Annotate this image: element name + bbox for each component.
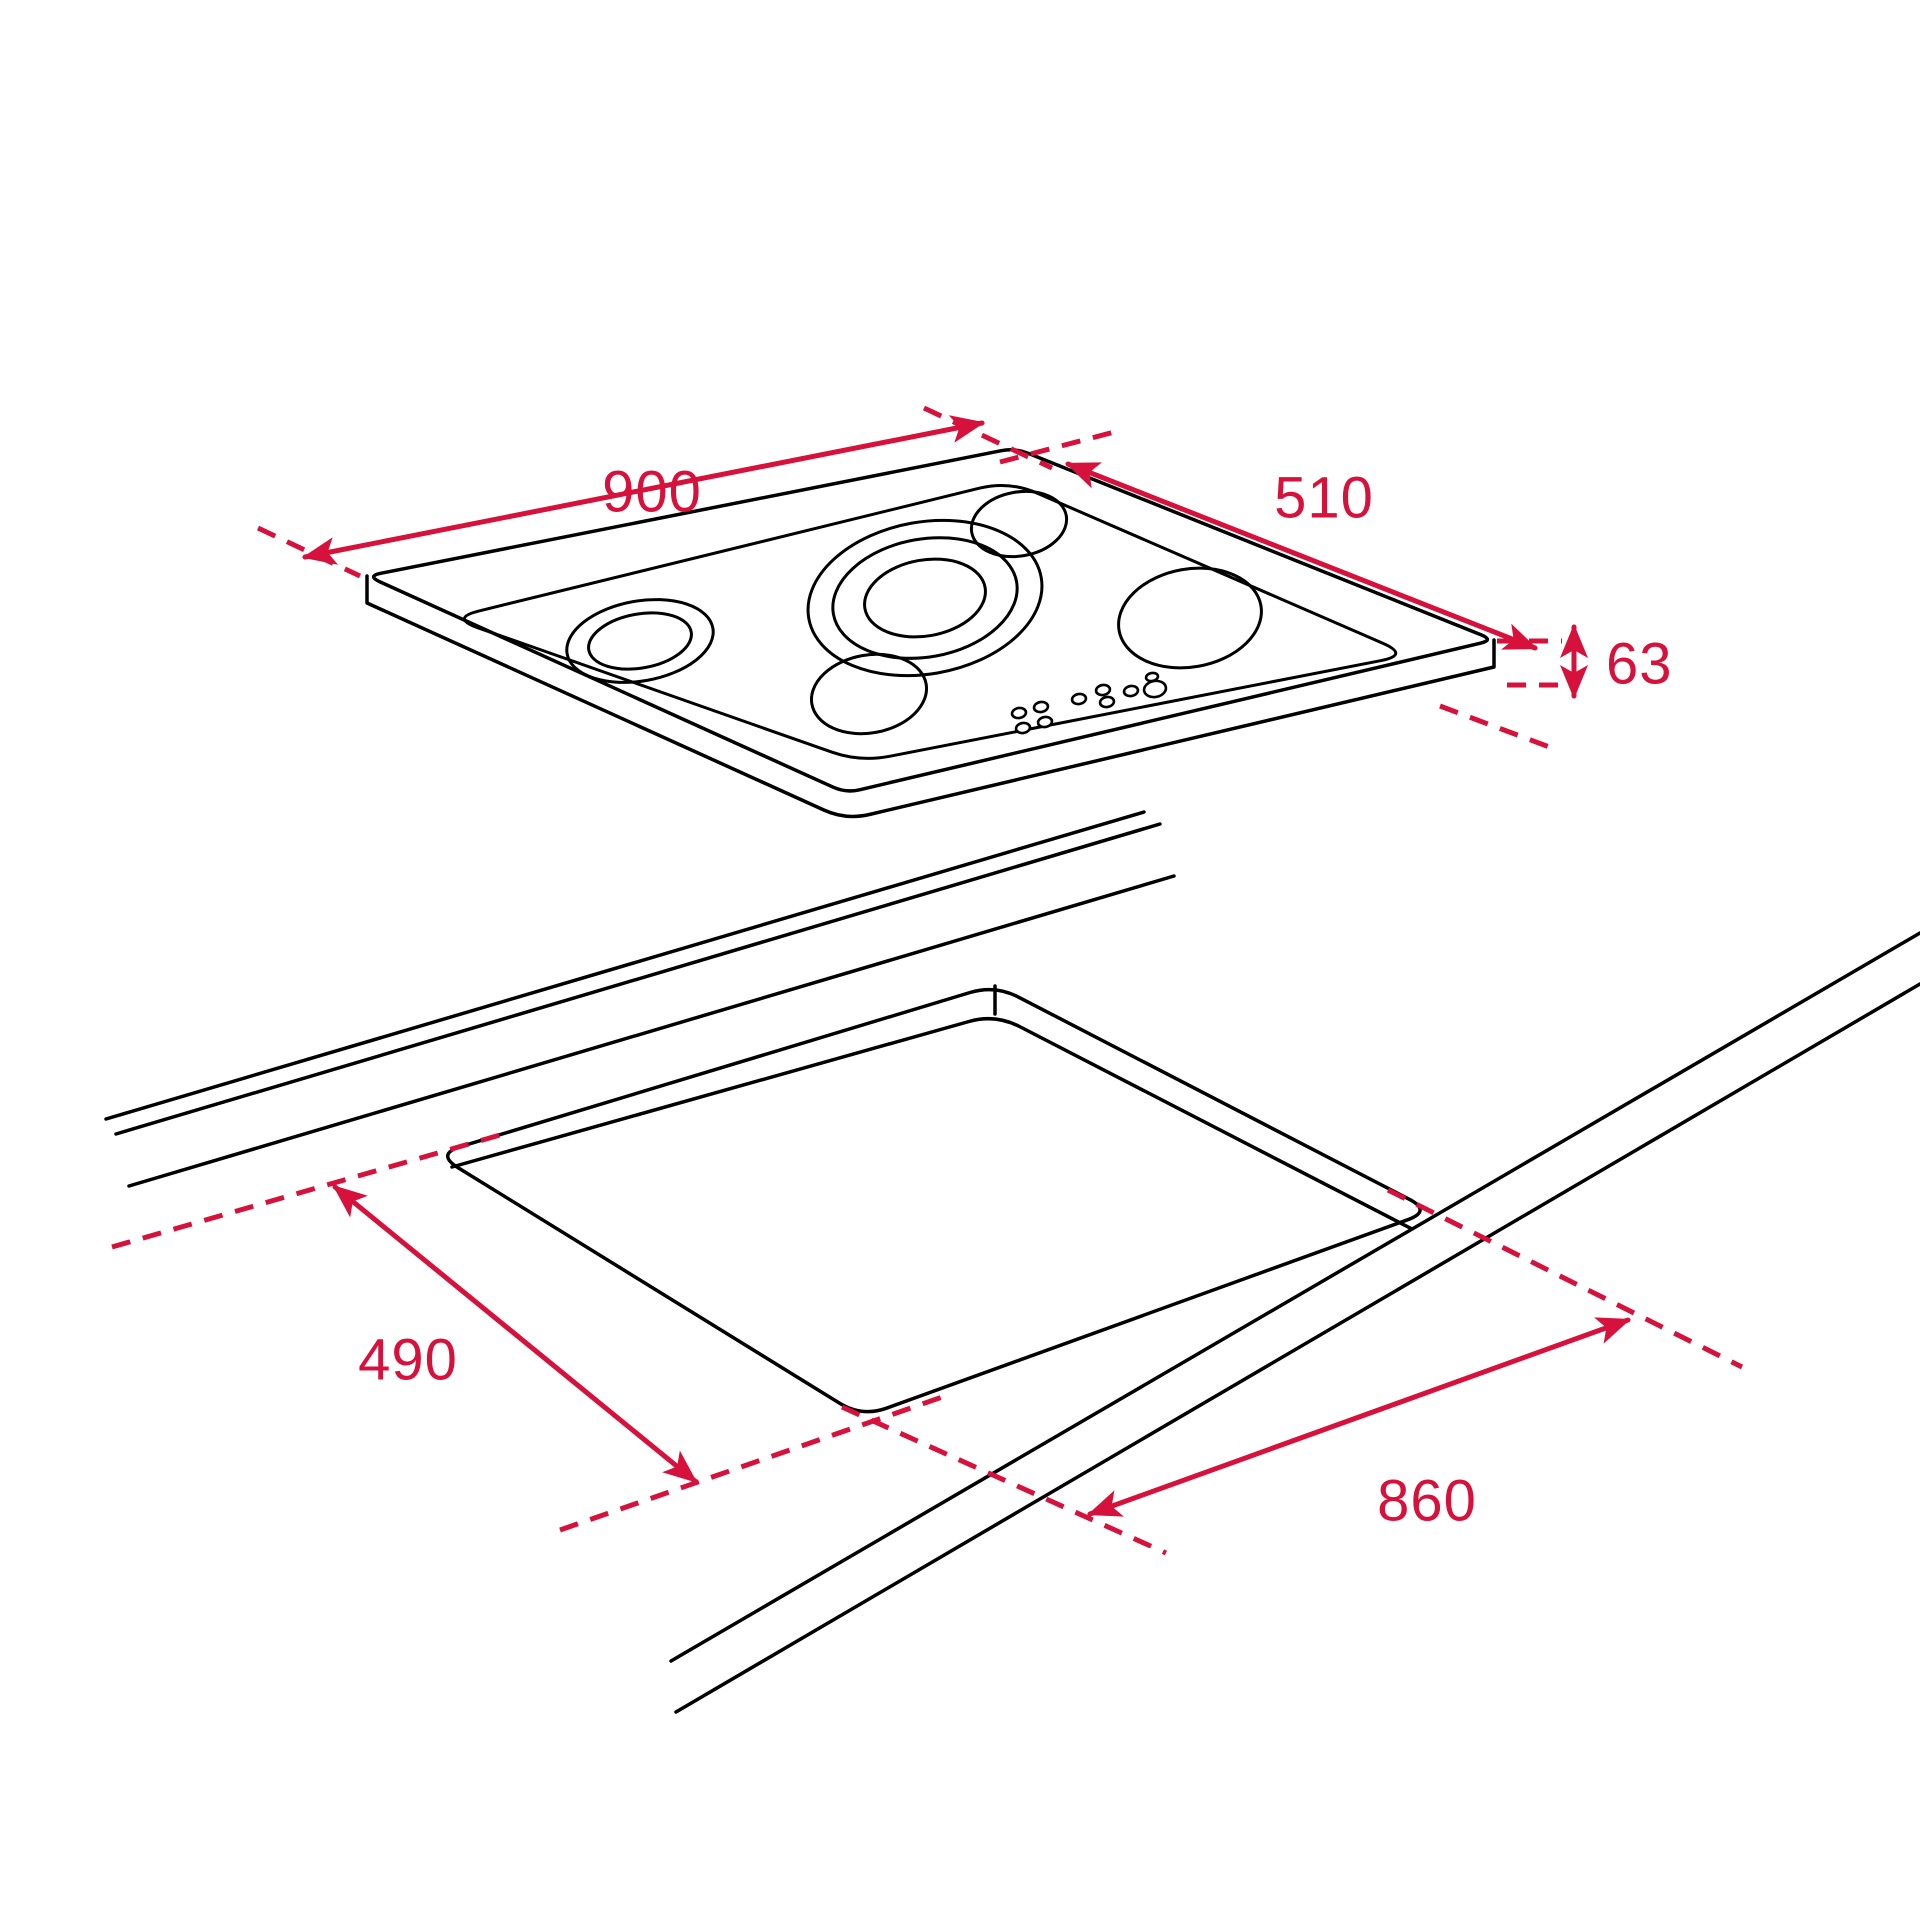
- extension-dash-cutout-west: [111, 1132, 501, 1250]
- burner-left-inner-ring: [587, 611, 693, 671]
- control-dot: [1070, 692, 1088, 706]
- control-dots: [1010, 671, 1168, 735]
- control-dot-large: [1142, 679, 1168, 699]
- control-dot: [1122, 684, 1140, 698]
- control-dot: [1014, 721, 1032, 735]
- burner-left-outer-ring: [565, 598, 715, 684]
- dimension-label-hob-depth: 510: [1274, 466, 1374, 531]
- control-dot: [1010, 706, 1028, 720]
- counter-back-line: [127, 874, 1176, 1188]
- dimension-label-cutout-depth: 490: [358, 1328, 458, 1393]
- dimension-arrow-cutout-width: [1087, 1317, 1631, 1517]
- extension-dash-left-corner: [256, 525, 362, 579]
- burner-center-inner-ring: [863, 557, 987, 639]
- burner-right: [1117, 566, 1263, 670]
- dimension-arrow-hob-depth: [1065, 461, 1538, 651]
- cutout-inner-wall: [450, 1016, 1414, 1231]
- extension-dash-cutout-south-width: [559, 1392, 949, 1533]
- burner-bottom: [809, 652, 929, 736]
- extension-dash-top-corner-width: [999, 428, 1119, 465]
- cutout-dimensions: 490 860: [111, 1132, 1744, 1556]
- control-dot: [1098, 695, 1116, 709]
- leader-dash-right-corner: [1439, 703, 1553, 751]
- counter-front-edge-inner: [674, 982, 1920, 1714]
- countertop-drawing: [104, 810, 1920, 1714]
- dimension-label-hob-height: 63: [1606, 632, 1673, 697]
- hob-glass-border: [462, 483, 1398, 760]
- control-dot: [1032, 700, 1050, 714]
- extension-dash-top-corner-depth: [922, 405, 1054, 471]
- control-dot: [1094, 683, 1112, 697]
- cutout-outline: [446, 987, 1422, 1414]
- extension-dash-cutout-south-depth: [840, 1404, 1168, 1556]
- counter-back-edge-outer: [104, 810, 1146, 1121]
- control-dot: [1036, 715, 1054, 729]
- extension-dash-cutout-east: [1386, 1187, 1744, 1370]
- counter-back-edge-inner: [114, 822, 1162, 1136]
- dimension-label-cutout-width: 860: [1377, 1469, 1477, 1534]
- burner-left: [565, 598, 715, 684]
- dimension-arrow-hob-width: [302, 415, 985, 565]
- dimension-label-hob-width: 900: [602, 460, 702, 525]
- dimension-arrow-cutout-depth: [332, 1184, 698, 1484]
- hob-dimensions: 900 510 63: [256, 405, 1673, 751]
- hob-side-face: [365, 574, 1496, 819]
- counter-front-edge-outer: [669, 931, 1920, 1663]
